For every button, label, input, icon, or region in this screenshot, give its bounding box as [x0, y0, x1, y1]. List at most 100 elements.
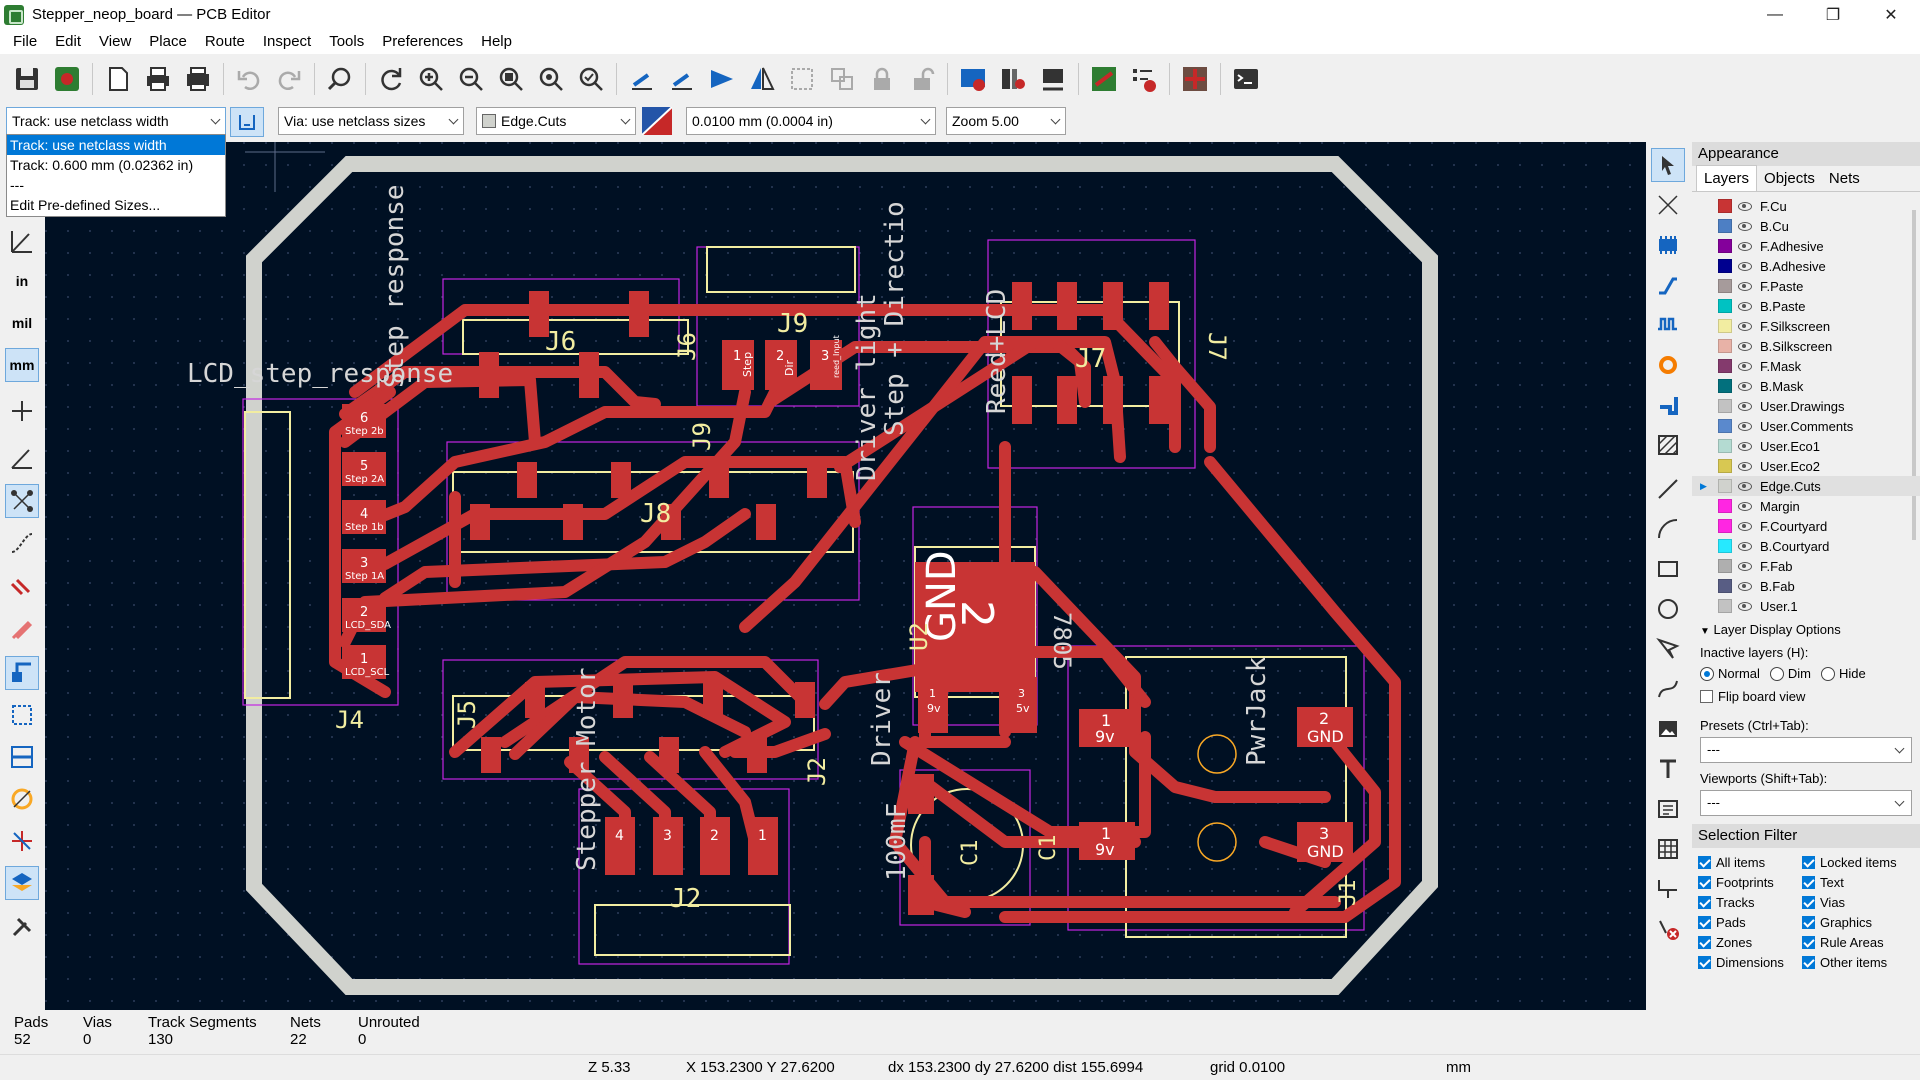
show-vias-button[interactable] [5, 782, 39, 816]
layer-color-swatch[interactable] [1718, 439, 1732, 453]
tab-objects[interactable]: Objects [1764, 170, 1815, 187]
menu-preferences[interactable]: Preferences [382, 33, 464, 50]
visibility-eye-icon[interactable] [1738, 421, 1752, 431]
rotate-cw-button[interactable] [663, 60, 701, 98]
radio-hide[interactable]: Hide [1821, 666, 1866, 681]
visibility-eye-icon[interactable] [1738, 401, 1752, 411]
drc-button[interactable] [1125, 60, 1163, 98]
angle-snap-button[interactable] [5, 440, 39, 474]
scripting-button[interactable] [1085, 60, 1123, 98]
menu-tools[interactable]: Tools [329, 33, 365, 50]
visibility-eye-icon[interactable] [1738, 301, 1752, 311]
layer-row-f-cu[interactable]: F.Cu [1692, 196, 1920, 216]
redraw-button[interactable] [372, 60, 410, 98]
zoom-objects-button[interactable] [532, 60, 570, 98]
filter-dimensions[interactable]: Dimensions [1698, 955, 1802, 970]
mirror-h-button[interactable] [703, 60, 741, 98]
filter-text[interactable]: Text [1802, 875, 1906, 890]
filter-rule-areas[interactable]: Rule Areas [1802, 935, 1906, 950]
close-button[interactable]: ✕ [1884, 6, 1898, 24]
menu-inspect[interactable]: Inspect [262, 33, 312, 50]
route-tracks-button[interactable] [1651, 268, 1685, 302]
layer-row-b-mask[interactable]: B.Mask [1692, 376, 1920, 396]
group-button[interactable] [783, 60, 821, 98]
properties-button[interactable] [5, 910, 39, 944]
track-width-select[interactable]: Track: use netclass width [6, 107, 226, 135]
visibility-eye-icon[interactable] [1738, 241, 1752, 251]
draw-arc-button[interactable] [1651, 512, 1685, 546]
plot-button[interactable] [179, 60, 217, 98]
polar-coords-button[interactable] [5, 224, 39, 258]
radio-dim[interactable]: Dim [1769, 666, 1811, 681]
layer-select[interactable]: Edge.Cuts [476, 107, 636, 135]
visibility-eye-icon[interactable] [1738, 561, 1752, 571]
draw-circle-button[interactable] [1651, 592, 1685, 626]
layer-row-f-paste[interactable]: F.Paste [1692, 276, 1920, 296]
filter-footprints[interactable]: Footprints [1698, 875, 1802, 890]
draw-line-button[interactable] [1651, 472, 1685, 506]
viewports-select[interactable]: --- [1700, 790, 1912, 816]
units-inch-button[interactable]: in [5, 264, 39, 298]
presets-select[interactable]: --- [1700, 737, 1912, 763]
layer-color-swatch[interactable] [1718, 399, 1732, 413]
tab-nets[interactable]: Nets [1828, 170, 1860, 187]
layer-row-f-mask[interactable]: F.Mask [1692, 356, 1920, 376]
visibility-eye-icon[interactable] [1738, 601, 1752, 611]
show-zones-fill-button[interactable] [5, 740, 39, 774]
radio-normal[interactable]: Normal [1700, 666, 1760, 681]
zoom-selection-button[interactable] [572, 60, 610, 98]
visibility-eye-icon[interactable] [1738, 541, 1752, 551]
console-button[interactable] [1227, 60, 1265, 98]
zoom-fit-button[interactable] [492, 60, 530, 98]
filter-tracks[interactable]: Tracks [1698, 895, 1802, 910]
add-dimension-button[interactable] [1651, 872, 1685, 906]
grid-select[interactable]: 0.0100 mm (0.0004 in) [686, 107, 936, 135]
add-via-button[interactable] [1651, 348, 1685, 382]
layer-row-user-drawings[interactable]: User.Drawings [1692, 396, 1920, 416]
visibility-eye-icon[interactable] [1738, 281, 1752, 291]
visibility-eye-icon[interactable] [1738, 361, 1752, 371]
menu-help[interactable]: Help [481, 33, 512, 50]
zoom-in-button[interactable] [412, 60, 450, 98]
redo-button[interactable] [270, 60, 308, 98]
layer-row-b-fab[interactable]: B.Fab [1692, 576, 1920, 596]
delete-tool-button[interactable] [1651, 912, 1685, 946]
layer-color-swatch[interactable] [1718, 459, 1732, 473]
visibility-eye-icon[interactable] [1738, 501, 1752, 511]
ratsnest-button[interactable] [5, 484, 39, 518]
print-button[interactable] [139, 60, 177, 98]
filter-zones[interactable]: Zones [1698, 935, 1802, 950]
draw-polygon-button[interactable] [1651, 632, 1685, 666]
lock-button[interactable] [863, 60, 901, 98]
maximize-button[interactable]: ❐ [1825, 6, 1841, 24]
layer-row-b-cu[interactable]: B.Cu [1692, 216, 1920, 236]
visibility-eye-icon[interactable] [1738, 381, 1752, 391]
layer-row-user-comments[interactable]: User.Comments [1692, 416, 1920, 436]
layer-row-f-adhesive[interactable]: F.Adhesive [1692, 236, 1920, 256]
layer-color-swatch[interactable] [1718, 259, 1732, 273]
layer-color-swatch[interactable] [1718, 539, 1732, 553]
add-table-button[interactable] [1651, 832, 1685, 866]
unlock-button[interactable] [903, 60, 941, 98]
layer-color-swatch[interactable] [1718, 279, 1732, 293]
save-button[interactable] [8, 60, 46, 98]
draw-rectangle-button[interactable] [1651, 552, 1685, 586]
find-button[interactable] [321, 60, 359, 98]
layer-row-f-silkscreen[interactable]: F.Silkscreen [1692, 316, 1920, 336]
visibility-eye-icon[interactable] [1738, 441, 1752, 451]
show-tracks-button[interactable] [5, 570, 39, 604]
layer-row-b-courtyard[interactable]: B.Courtyard [1692, 536, 1920, 556]
flip-board-checkbox[interactable]: Flip board view [1692, 689, 1920, 704]
show-zones-outline-button[interactable] [5, 698, 39, 732]
filter-other-items[interactable]: Other items [1802, 955, 1906, 970]
layer-row-b-adhesive[interactable]: B.Adhesive [1692, 256, 1920, 276]
undo-button[interactable] [230, 60, 268, 98]
rotate-ccw-button[interactable] [623, 60, 661, 98]
zoom-out-button[interactable] [452, 60, 490, 98]
add-zone-button[interactable] [1651, 388, 1685, 422]
high-contrast-button[interactable] [5, 612, 39, 646]
mirror-v-button[interactable] [743, 60, 781, 98]
layer-row-user-eco2[interactable]: User.Eco2 [1692, 456, 1920, 476]
layer-color-swatch[interactable] [1718, 599, 1732, 613]
